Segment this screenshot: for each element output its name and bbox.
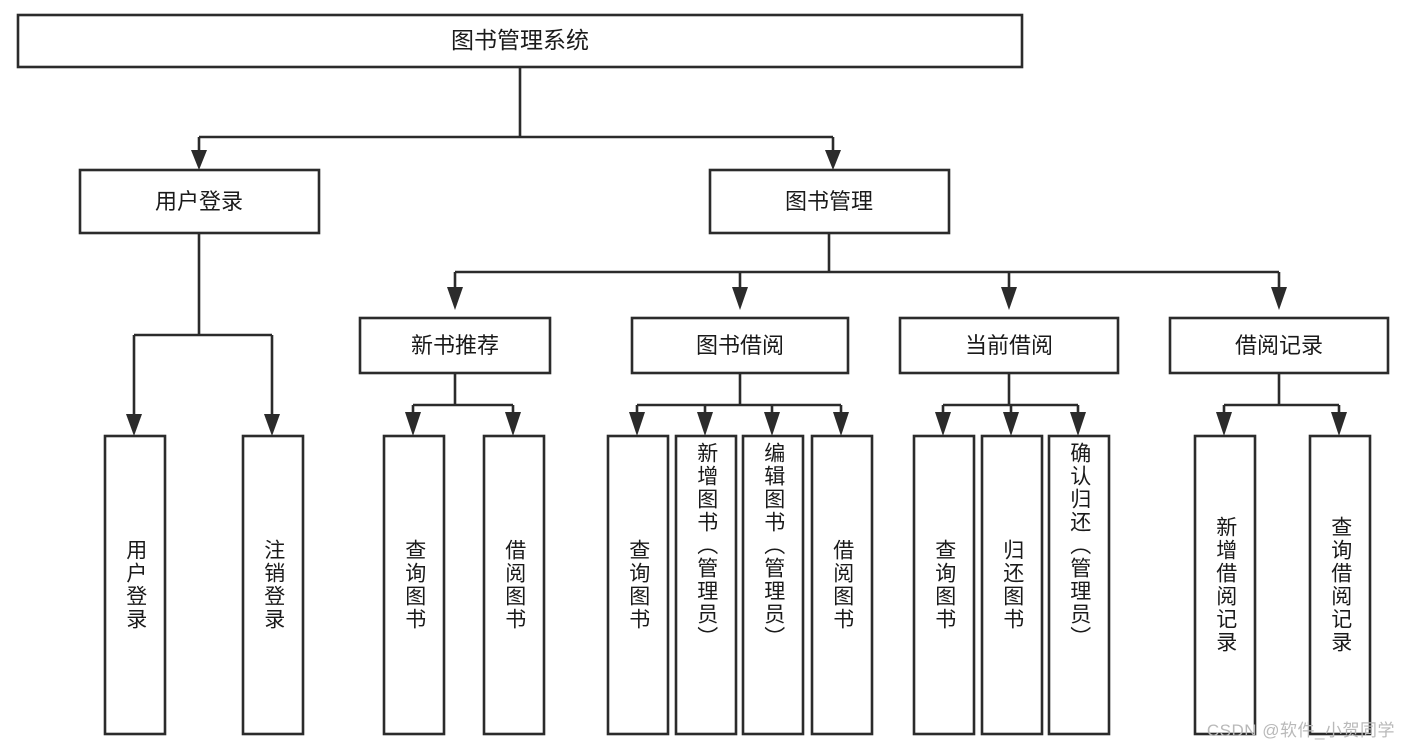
node-borrow-record[interactable]: 借阅记录: [1168, 316, 1390, 375]
connector-book-mgmt-to-level3: [447, 233, 1287, 310]
node-book-borrow-label: 图书借阅: [696, 333, 784, 358]
node-root-system[interactable]: 图书管理系统: [16, 13, 1024, 69]
connector-borrow-record-to-children: [1216, 373, 1347, 436]
node-leaf-add-borrow-record[interactable]: [1193, 434, 1257, 736]
node-user-login-label: 用户登录: [155, 189, 243, 214]
node-user-login[interactable]: 用户登录: [78, 168, 321, 235]
node-leaf-query-borrow-record[interactable]: [1308, 434, 1372, 736]
connector-borrow-to-children: [629, 373, 849, 436]
node-book-management-label: 图书管理: [785, 189, 873, 214]
node-leaf-add-book-admin[interactable]: [674, 434, 738, 736]
node-leaf-return-book[interactable]: [980, 434, 1044, 736]
node-book-management[interactable]: 图书管理: [708, 168, 951, 235]
node-borrow-record-label: 借阅记录: [1235, 333, 1323, 358]
node-leaf-query-book-rec[interactable]: [382, 434, 446, 736]
node-new-book-recommend[interactable]: 新书推荐: [358, 316, 552, 375]
connector-root-to-level2: [191, 67, 841, 170]
node-root-label: 图书管理系统: [451, 27, 589, 53]
node-current-borrow[interactable]: 当前借阅: [898, 316, 1120, 375]
node-leaf-borrow-book[interactable]: [810, 434, 874, 736]
connector-user-login-to-children: [126, 233, 280, 436]
node-leaf-user-login[interactable]: [103, 434, 167, 736]
connector-current-borrow-to-children: [935, 373, 1086, 436]
node-new-book-recommend-label: 新书推荐: [411, 333, 499, 358]
node-current-borrow-label: 当前借阅: [965, 333, 1053, 358]
node-leaf-confirm-return-admin[interactable]: [1047, 434, 1111, 736]
node-book-borrow[interactable]: 图书借阅: [630, 316, 850, 375]
node-leaf-query-book-current[interactable]: [912, 434, 976, 736]
node-leaf-edit-book-admin[interactable]: [741, 434, 805, 736]
node-leaf-borrow-book-rec[interactable]: [482, 434, 546, 736]
node-leaf-logout[interactable]: [241, 434, 305, 736]
watermark-text: CSDN @软件_小贺同学: [1206, 721, 1395, 740]
connector-new-book-to-children: [405, 373, 521, 436]
node-leaf-query-book-borrow[interactable]: [606, 434, 670, 736]
